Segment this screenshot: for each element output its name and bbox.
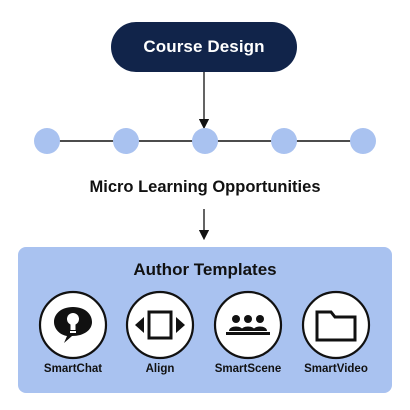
chat-lightbulb-icon (38, 290, 108, 360)
align-arrows-icon (125, 290, 195, 360)
folder-icon (301, 290, 371, 360)
micro-learning-label: Micro Learning Opportunities (89, 178, 321, 196)
course-design-label: Course Design (143, 37, 265, 56)
smartscene-tile[interactable] (213, 290, 283, 360)
group-people-icon (213, 290, 283, 360)
smartchat-tile[interactable] (38, 290, 108, 360)
timeline-node (113, 128, 139, 154)
smartchat-label: SmartChat (43, 363, 103, 375)
smartscene-label: SmartScene (214, 363, 282, 375)
timeline-node (271, 128, 297, 154)
timeline-nodes (34, 128, 376, 154)
timeline-node (192, 128, 218, 154)
smartvideo-label: SmartVideo (304, 363, 368, 375)
timeline-node (34, 128, 60, 154)
timeline-node (350, 128, 376, 154)
author-templates-title: Author Templates (133, 260, 277, 279)
align-label: Align (145, 363, 175, 375)
align-tile[interactable] (125, 290, 195, 360)
smartvideo-tile[interactable] (301, 290, 371, 360)
course-design-node: Course Design (111, 22, 297, 72)
